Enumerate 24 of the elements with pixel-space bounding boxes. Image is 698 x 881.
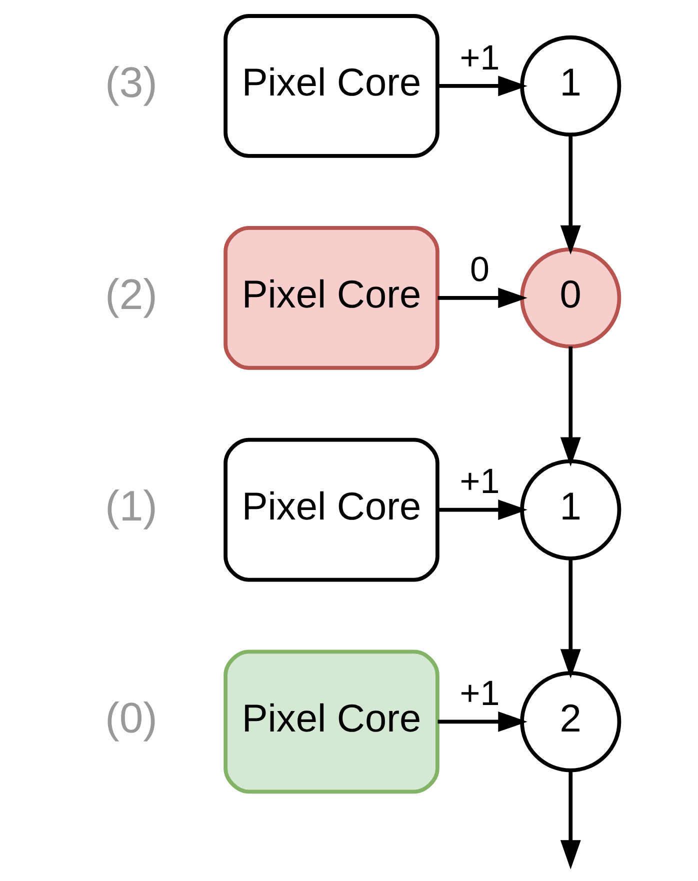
arrow	[438, 500, 528, 520]
edge-label: +1	[460, 674, 500, 713]
node-label: (3)	[105, 58, 158, 107]
edge-label: 0	[470, 250, 490, 290]
node-label: (2)	[105, 270, 158, 319]
node-box: Pixel Core	[224, 14, 440, 158]
arrow	[438, 76, 528, 96]
node-circle: 1	[520, 459, 622, 560]
node-label: (0)	[105, 694, 158, 743]
arrow	[560, 346, 581, 466]
node-label: (1)	[105, 482, 158, 531]
edge-label: +1	[460, 462, 500, 502]
arrow	[438, 711, 528, 732]
node-box: Pixel Core	[224, 226, 440, 370]
node-box: Pixel Core	[224, 650, 440, 794]
node-circle: 2	[520, 671, 622, 772]
edge-label: +1	[460, 38, 500, 78]
arrow	[438, 288, 528, 308]
arrow	[560, 771, 581, 870]
node-circle: 0	[520, 247, 622, 348]
arrow	[560, 134, 581, 255]
node-box: Pixel Core	[224, 438, 440, 582]
node-circle: 1	[520, 35, 622, 137]
arrow	[560, 558, 581, 678]
